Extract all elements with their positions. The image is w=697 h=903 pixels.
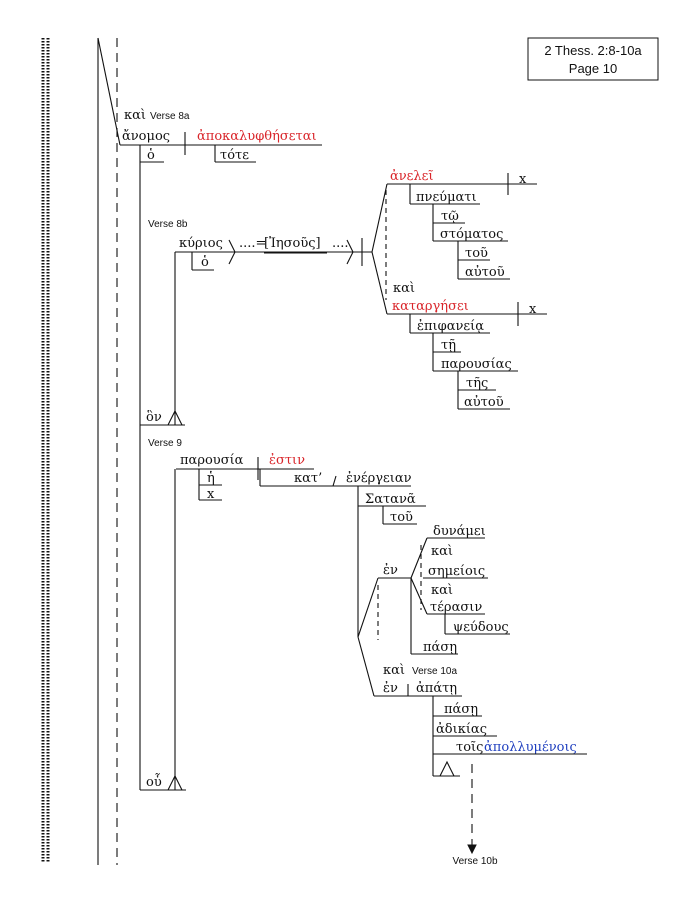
page-header-box: 2 Thess. 2:8-10a Page 10 [527, 37, 659, 81]
word-tote: τότε [220, 148, 249, 163]
word-en-2: ἐν [383, 681, 398, 696]
word-to: τῷ [441, 209, 459, 224]
word-pseudous: ψεύδους [453, 620, 509, 635]
object-x-2: x [529, 302, 537, 317]
word-pase-1: πάσῃ [423, 640, 457, 655]
word-kai-5: καὶ [383, 663, 405, 678]
word-autou-1: αὐτοῦ [465, 265, 505, 280]
header-page: Page 10 [569, 61, 617, 76]
word-ho-1: ὁ [147, 148, 155, 163]
word-anomos: ἄνομος [122, 129, 170, 144]
word-kai-2: καὶ [393, 281, 415, 296]
word-te: τῇ [441, 338, 456, 353]
word-ho-2: ὁ [201, 255, 209, 270]
word-hou: οὗ [146, 773, 162, 790]
word-hon: ὃν [146, 410, 162, 425]
verse-label-10a: Verse 10a [412, 666, 457, 677]
word-dots: .... [332, 236, 349, 251]
word-adikias: ἀδικίας [436, 722, 487, 737]
verse-label-10b: Verse 10b [452, 856, 497, 867]
word-equals: ....= [239, 236, 266, 251]
word-apollymenois: ἀπολλυμένοις [484, 740, 577, 755]
word-kai-4: καὶ [431, 583, 453, 598]
header-reference: 2 Thess. 2:8-10a [544, 43, 642, 58]
word-apokalyphthesetai: ἀποκαλυφθήσεται [197, 129, 317, 144]
word-he: ἡ [207, 471, 215, 486]
word-iesous: [Ἰησοῦς] [264, 236, 321, 251]
word-epiphaneia: ἐπιφανείᾳ [417, 319, 484, 334]
object-x-1: x [519, 172, 527, 187]
word-anelei: ἀνελεῖ [390, 169, 434, 184]
word-pneumati: πνεύματι [416, 190, 477, 205]
word-apate: ἀπάτῃ [416, 681, 457, 696]
verse-label-8b: Verse 8b [148, 219, 188, 230]
verse-label-9: Verse 9 [148, 438, 182, 449]
word-tois: τοῖς [456, 740, 483, 755]
word-parousia: παρουσία [180, 453, 244, 468]
word-katargesei: καταργήσει [392, 299, 469, 314]
word-kai-3: καὶ [431, 544, 453, 559]
word-kyrios: κύριος [179, 236, 223, 251]
word-pase-2: πάσῃ [444, 702, 478, 717]
word-energeian: ἐνέργειαν [346, 471, 412, 486]
word-terasin: τέρασιν [430, 600, 482, 615]
word-kat: κατ’ [294, 471, 322, 486]
word-tes: τῆς [466, 376, 488, 391]
word-dynamei: δυνάμει [433, 524, 486, 539]
word-satana: Σατανᾶ [365, 492, 416, 507]
object-x-3: x [207, 487, 215, 502]
word-kai-1: καὶ [124, 108, 146, 123]
word-estin: ἐστιν [269, 453, 305, 468]
word-parousias: παρουσίας [441, 357, 512, 372]
word-autou-2: αὐτοῦ [464, 395, 504, 410]
left-margin-decoration [41, 37, 121, 865]
word-tou-1: τοῦ [465, 246, 488, 261]
verse-label-8a: Verse 8a [150, 111, 190, 122]
word-en-1: ἐν [383, 563, 398, 578]
word-semeiois: σημείοις [428, 564, 485, 579]
word-tou-2: τοῦ [390, 510, 413, 525]
word-stomatos: στόματος [440, 227, 503, 242]
